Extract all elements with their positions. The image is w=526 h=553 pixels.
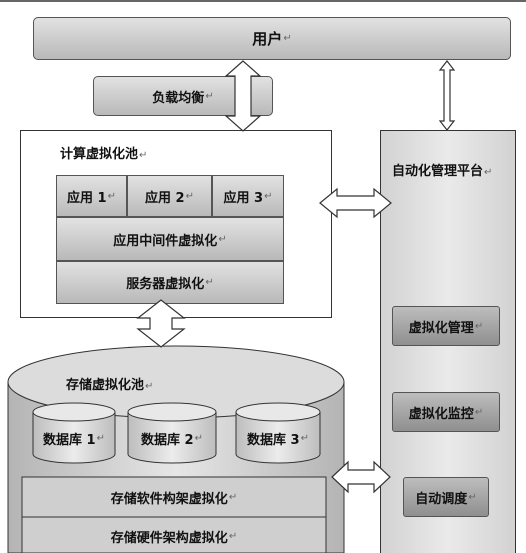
compute-pool-title: 计算虚拟化池↵ xyxy=(60,147,148,162)
storage-software-label: 存储软件构架虚拟化↵ xyxy=(110,491,238,507)
load-balancer-box: 负载均衡↵ xyxy=(93,76,273,116)
app-box-2: 应用 2↵ xyxy=(127,175,212,217)
server-layer: 服务器虚拟化↵ xyxy=(56,261,284,304)
storage-hardware-label: 存储硬件架构虚拟化↵ xyxy=(110,530,238,546)
automation-item-management: 虚拟化管理↵ xyxy=(392,306,500,346)
storage-pool-title: 存储虚拟化池↵ xyxy=(66,378,154,393)
load-balancer-divider xyxy=(250,76,251,116)
app-box-1: 应用 1↵ xyxy=(56,175,127,217)
database-1-label: 数据库 1↵ xyxy=(43,432,105,448)
user-label: 用户 xyxy=(252,30,283,48)
arrow-user-to-automation xyxy=(438,60,456,131)
load-balancer-label: 负载均衡 xyxy=(152,90,205,106)
database-2-label: 数据库 2↵ xyxy=(141,432,203,448)
automation-item-monitoring: 虚拟化监控↵ xyxy=(392,392,500,432)
automation-item-scheduling: 自动调度↵ xyxy=(403,477,489,517)
automation-title: 自动化管理平台↵ xyxy=(392,164,493,179)
app-box-3: 应用 3↵ xyxy=(212,175,284,217)
top-border xyxy=(0,0,526,2)
user-bar: 用户↵ xyxy=(33,17,511,60)
database-3-label: 数据库 3↵ xyxy=(247,432,309,448)
middleware-layer: 应用中间件虚拟化↵ xyxy=(56,217,284,261)
